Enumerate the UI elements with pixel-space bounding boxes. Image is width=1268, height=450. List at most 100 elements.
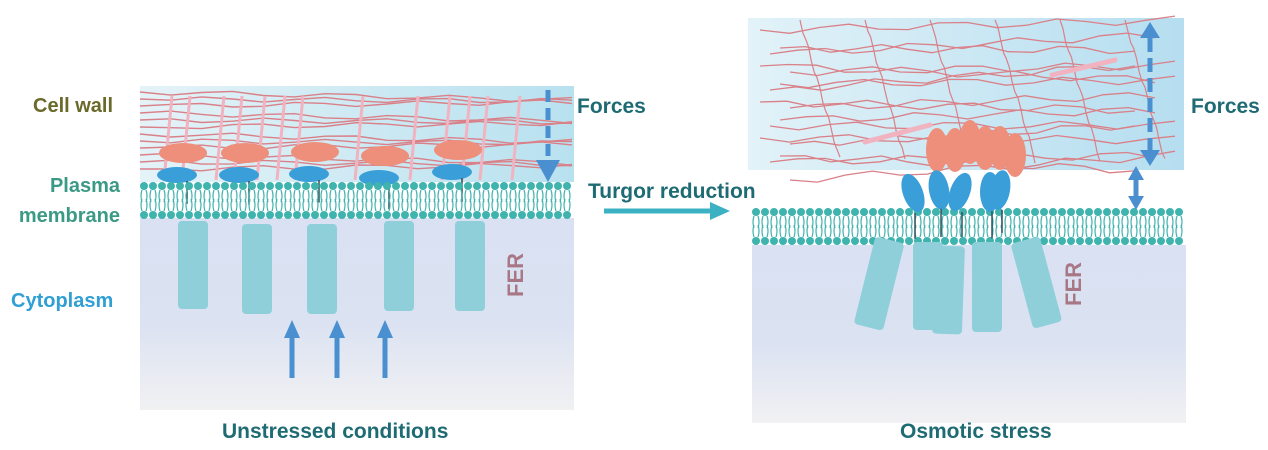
lipid-tail [338, 189, 346, 212]
lipid-head [293, 211, 301, 219]
lipid-tail [284, 189, 292, 212]
lipid-head [185, 182, 193, 190]
right-plasma-membrane [752, 208, 1183, 245]
pectin-rod [180, 95, 192, 181]
lipid-head [302, 211, 310, 219]
lipid-head [419, 211, 427, 219]
lipid-head [338, 211, 346, 219]
left-plasma-membrane [140, 182, 571, 219]
lipid-head [1013, 208, 1021, 216]
cellulose-fiber [139, 132, 573, 144]
lipid-head [248, 211, 256, 219]
lipid-tail [257, 189, 265, 212]
lipid-head [491, 211, 499, 219]
lipid-tail [797, 215, 805, 238]
lipid-head [1085, 208, 1093, 216]
pectin-rod [232, 95, 244, 181]
lipid-head [230, 182, 238, 190]
lipid-head [995, 208, 1003, 216]
cellulose-fiber [769, 32, 1156, 55]
lipid-head [887, 208, 895, 216]
lipid-head [482, 211, 490, 219]
lipid-head [545, 182, 553, 190]
lipid-tail [1022, 215, 1030, 238]
lipid-tail [266, 189, 274, 212]
lipid-tail [374, 189, 382, 212]
cellulose-fiber [789, 92, 1156, 110]
cellulose-fiber [779, 106, 1156, 122]
cytoplasm-label: Cytoplasm [11, 290, 114, 312]
lipid-tail [185, 189, 193, 212]
lipid-tail [329, 189, 337, 212]
lipid-head [536, 211, 544, 219]
fer-label-left: FER [503, 253, 528, 297]
lipid-head [320, 182, 328, 190]
receptor-malectin-domain [432, 164, 472, 180]
lipid-tail [752, 215, 760, 238]
lipid-tail [248, 189, 256, 212]
lipid-tail [1103, 215, 1111, 238]
lipid-head [419, 182, 427, 190]
lipid-tail [905, 215, 913, 238]
lipid-head [509, 211, 517, 219]
lipid-head [464, 211, 472, 219]
lipid-head [806, 237, 814, 245]
receptor-ectodomain [926, 128, 948, 172]
lipid-head [815, 208, 823, 216]
lipid-head [554, 182, 562, 190]
lipid-head [221, 211, 229, 219]
left-fer-kinases [178, 221, 485, 314]
lipid-head [761, 208, 769, 216]
lipid-head [1040, 208, 1048, 216]
lipid-head [1004, 237, 1012, 245]
lipid-head [437, 182, 445, 190]
lipid-tail [275, 189, 283, 212]
lipid-tail [149, 189, 157, 212]
left-up-arrows [284, 320, 393, 378]
lipid-head [275, 182, 283, 190]
lipid-head [950, 237, 958, 245]
right-gap-arrow [1128, 166, 1144, 210]
cellulose-fiber [759, 15, 1176, 34]
lipid-head [1076, 237, 1084, 245]
receptor-malectin-domain [989, 170, 1011, 210]
lipid-head [824, 208, 832, 216]
lipid-head [428, 211, 436, 219]
lipid-tail [1031, 215, 1039, 238]
lipid-head [1067, 208, 1075, 216]
lipid-tail [473, 189, 481, 212]
lipid-tail [401, 189, 409, 212]
lipid-head [1031, 208, 1039, 216]
lipid-head [788, 237, 796, 245]
lipid-tail [1148, 215, 1156, 238]
lipid-head [752, 237, 760, 245]
lipid-tail [1139, 215, 1147, 238]
lipid-tail [923, 215, 931, 238]
lipid-head [770, 208, 778, 216]
lipid-head [500, 182, 508, 190]
lipid-head [1112, 237, 1120, 245]
right-panel [748, 15, 1186, 423]
lipid-tail [518, 189, 526, 212]
lipid-tail [392, 189, 400, 212]
lipid-tail [536, 189, 544, 212]
right-receptor-cluster [854, 120, 1062, 335]
caption-unstressed: Unstressed conditions [222, 420, 449, 443]
lipid-tail [1067, 215, 1075, 238]
lipid-tail [1121, 215, 1129, 238]
cellulose-fiber [1059, 19, 1101, 162]
lipid-head [248, 182, 256, 190]
lipid-head [1148, 208, 1156, 216]
lipid-head [1094, 237, 1102, 245]
lipid-tail [761, 215, 769, 238]
lipid-head [212, 211, 220, 219]
lipid-tail [293, 189, 301, 212]
pectin-rod [275, 95, 287, 181]
lipid-tail [302, 189, 310, 212]
lipid-head [455, 182, 463, 190]
lipid-head [347, 211, 355, 219]
lipid-tail [968, 215, 976, 238]
fer-kinase-domain [854, 237, 904, 331]
pectin-rod [214, 95, 226, 181]
lipid-head [365, 182, 373, 190]
